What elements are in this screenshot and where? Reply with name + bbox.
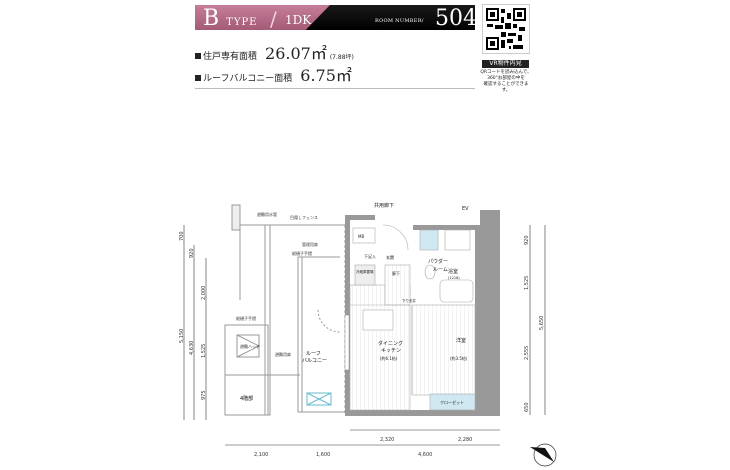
- dim-bottom: 2,100: [254, 452, 268, 458]
- powder-room-label: ルーム: [433, 267, 448, 273]
- dim-left: 700: [179, 231, 185, 241]
- dk-size: (約6.1帖): [380, 355, 398, 361]
- dim-bottom: 2,280: [458, 437, 472, 443]
- type-word: TYPE: [226, 17, 258, 28]
- vr-note-line: QRコードを読み込んで、: [480, 70, 532, 75]
- unit-walls: [344, 210, 500, 416]
- spec-label: 住戸専有面積: [203, 52, 258, 62]
- qr-code-icon[interactable]: [482, 4, 530, 54]
- vr-note-line: 確認することができます。: [483, 82, 529, 93]
- dim-bottom: 4,600: [418, 452, 432, 458]
- vr-note-line: 360°お部屋の中を: [487, 76, 525, 81]
- type-label: B TYPE: [203, 6, 257, 31]
- vr-tour-label: VR物件内見: [482, 60, 529, 68]
- dim-left: 920: [189, 248, 195, 258]
- mb-label: MB: [358, 234, 364, 239]
- dimension-labels: 700 920 2,000 5,150 4,630 1,525 975 920 …: [179, 231, 545, 458]
- dim-right: 920: [524, 235, 530, 245]
- room-floors: [349, 224, 476, 411]
- roof-balcony-label: ルーフ: [306, 351, 321, 357]
- room-labels: 共用廊下 EV MB 下足入 玄関 廊下 冷蔵庫置場 パウダー ルーム 浴室 (…: [356, 202, 469, 405]
- annotation: 縦樋子手摺: [292, 250, 312, 256]
- bullet-square-icon: [195, 75, 201, 81]
- lower-ceiling-label: 下り天井: [402, 298, 416, 303]
- plan-annotations: 避難用水管 目隠しフェンス 管理用扉 縦樋子手摺 縦樋子手摺 避難用扉 避難ハッ…: [236, 211, 318, 357]
- western-room-label: 洋室: [456, 337, 466, 344]
- spec-note: (7.88坪): [329, 54, 354, 61]
- spec-unit-area: 住戸専有面積 26.07㎡(7.88坪): [195, 40, 354, 64]
- dim-left: 2,000: [201, 286, 207, 300]
- dim-left: 4,630: [189, 341, 195, 355]
- dim-right: 5,650: [539, 316, 545, 330]
- type-header-accent: [195, 5, 330, 30]
- annotation: 避難用水管: [257, 211, 277, 217]
- shoebox-label: 下足入: [364, 254, 376, 259]
- bath-label: 浴室: [448, 268, 458, 275]
- dim-right: 1,525: [524, 276, 530, 290]
- spec-label: ルーフバルコニー面積: [203, 74, 293, 84]
- header-slash: /: [270, 7, 277, 31]
- entrance-label: 玄関: [386, 254, 394, 260]
- dim-left: 975: [201, 390, 207, 400]
- corridor-label: 共用廊下: [374, 202, 394, 209]
- annotation: 縦樋子手摺: [236, 315, 256, 321]
- compass-north-icon: [530, 443, 557, 467]
- layout-label: 1DK: [285, 13, 312, 27]
- western-room-size: (約3.5帖): [450, 355, 468, 361]
- hall-label: 廊下: [392, 270, 400, 276]
- type-letter: B: [203, 6, 220, 31]
- fridge-label: 冷蔵庫置場: [356, 269, 374, 274]
- type-header-bar: B TYPE / 1DK ROOM NUMBER/ 504: [195, 5, 477, 31]
- powder-room-label: パウダー: [428, 258, 448, 265]
- dim-left: 1,525: [201, 344, 207, 358]
- dim-bottom: 2,320: [380, 437, 394, 443]
- bath-size: (1216): [448, 276, 460, 280]
- dimension-lines: [183, 225, 546, 446]
- closet-label: クローゼット: [440, 399, 464, 405]
- annotation: 避難ハッチ: [240, 343, 260, 349]
- room4-label: 4階部: [240, 395, 253, 402]
- dk-label: キッチン: [381, 348, 401, 354]
- roof-balcony-area: [224, 204, 346, 416]
- bullet-square-icon: [195, 53, 201, 59]
- spec-value: 6.75㎡: [300, 66, 352, 85]
- annotation: 避難用扉: [275, 351, 291, 357]
- room-number: 504: [435, 6, 477, 31]
- room-number-label: ROOM NUMBER/: [375, 18, 424, 24]
- roof-balcony-label: バルコニー: [302, 358, 327, 364]
- dk-label: ダイニング: [378, 340, 403, 347]
- vr-note: QRコードを読み込んで、 360°お部屋の中を 確認することができます。: [480, 70, 532, 94]
- dim-right: 2,555: [524, 346, 530, 360]
- annotation: 目隠しフェンス: [290, 214, 318, 220]
- dim-bottom: 1,600: [316, 452, 330, 458]
- spec-value: 26.07㎡: [265, 44, 327, 63]
- dim-right: 650: [524, 402, 530, 412]
- ev-label: EV: [462, 206, 469, 212]
- dim-left: 5,150: [179, 329, 185, 343]
- header-divider: [195, 88, 475, 89]
- annotation: 管理用扉: [302, 241, 318, 247]
- spec-roof-balcony-area: ルーフバルコニー面積 6.75㎡: [195, 62, 352, 86]
